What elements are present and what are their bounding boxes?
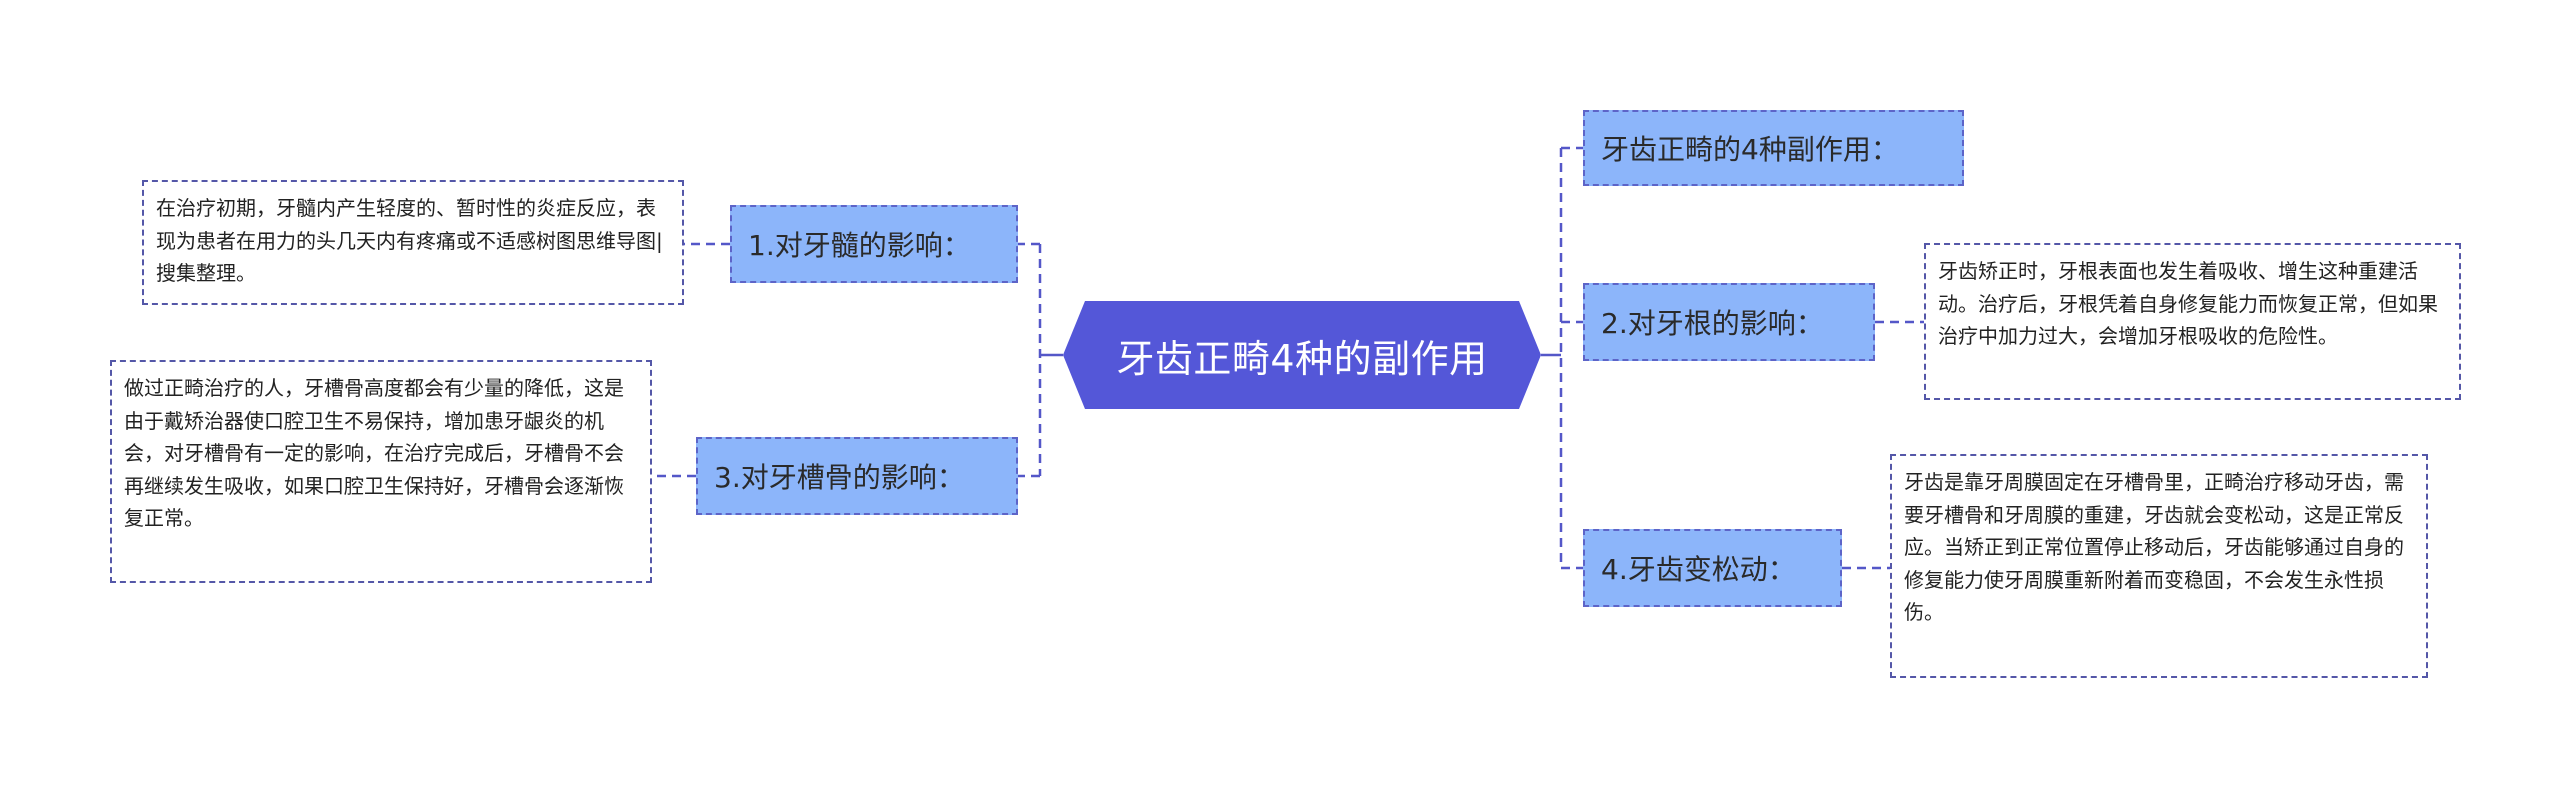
- topic-root-effect[interactable]: 2.对牙根的影响：: [1583, 283, 1875, 361]
- topic-label: 牙齿正畸的4种副作用：: [1601, 133, 1899, 166]
- note-teeth-loosening: 牙齿是靠牙周膜固定在牙槽骨里，正畸治疗移动牙齿，需要牙槽骨和牙周膜的重建，牙齿就…: [1890, 454, 2428, 678]
- topic-teeth-loosening[interactable]: 4.牙齿变松动：: [1583, 529, 1842, 607]
- topic-label: 1.对牙髓的影响：: [748, 229, 971, 262]
- note-root-effect: 牙齿矫正时，牙根表面也发生着吸收、增生这种重建活动。治疗后，牙根凭着自身修复能力…: [1924, 243, 2461, 400]
- topic-pulp-effect[interactable]: 1.对牙髓的影响：: [730, 205, 1018, 283]
- topic-four-side-effects[interactable]: 牙齿正畸的4种副作用：: [1583, 110, 1964, 186]
- central-topic[interactable]: 牙齿正畸4种的副作用: [1063, 301, 1541, 409]
- topic-label: 2.对牙根的影响：: [1601, 307, 1824, 340]
- topic-label: 3.对牙槽骨的影响：: [714, 461, 965, 494]
- topic-alveolar-bone-effect[interactable]: 3.对牙槽骨的影响：: [696, 437, 1018, 515]
- central-topic-label: 牙齿正畸4种的副作用: [1116, 336, 1488, 381]
- note-alveolar-bone-effect: 做过正畸治疗的人，牙槽骨高度都会有少量的降低，这是由于戴矫治器使口腔卫生不易保持…: [110, 360, 652, 583]
- topic-label: 4.牙齿变松动：: [1601, 553, 1796, 586]
- note-pulp-effect: 在治疗初期，牙髓内产生轻度的、暂时性的炎症反应，表现为患者在用力的头几天内有疼痛…: [142, 180, 684, 305]
